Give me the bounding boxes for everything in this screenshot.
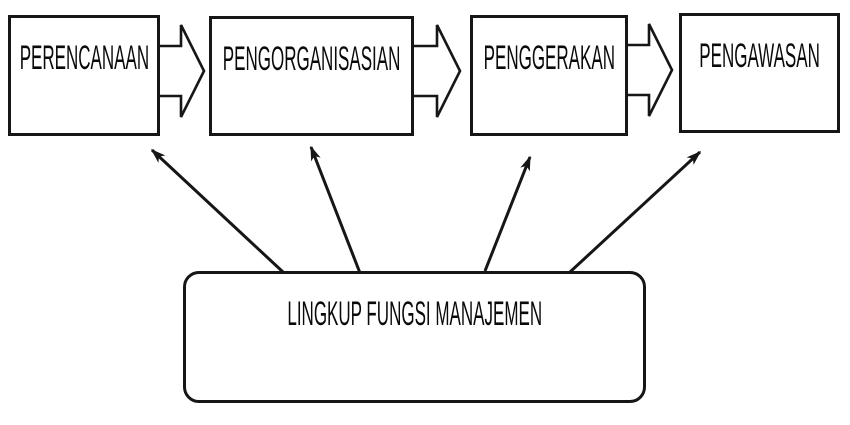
scope-box-label: LINGKUP FUNGSI MANAJEMEN <box>287 295 542 333</box>
line-arrow-to-penggerakan <box>483 155 532 272</box>
process-box-label: PERENCANAAN <box>19 39 149 77</box>
process-box-label: PENGGERAKAN <box>483 39 615 77</box>
block-arrow-right-1 <box>156 24 206 118</box>
line-arrow-to-pengorganisasian <box>309 145 362 274</box>
process-box-label: PENGORGANISASIAN <box>222 40 401 78</box>
process-box-perencanaan: PERENCANAAN <box>8 15 160 136</box>
process-box-pengorganisasian: PENGORGANISASIAN <box>209 16 414 136</box>
line-arrow-to-perencanaan <box>150 148 285 274</box>
process-box-pengawasan: PENGAWASAN <box>679 13 840 133</box>
line-arrow-to-pengawasan <box>568 150 702 274</box>
block-arrow-right-3 <box>624 23 674 117</box>
process-box-label: PENGAWASAN <box>699 37 820 75</box>
block-arrow-right-2 <box>410 24 462 118</box>
scope-box-lingkup-fungsi-manajemen: LINGKUP FUNGSI MANAJEMEN <box>183 271 646 403</box>
process-box-penggerakan: PENGGERAKAN <box>470 15 628 136</box>
